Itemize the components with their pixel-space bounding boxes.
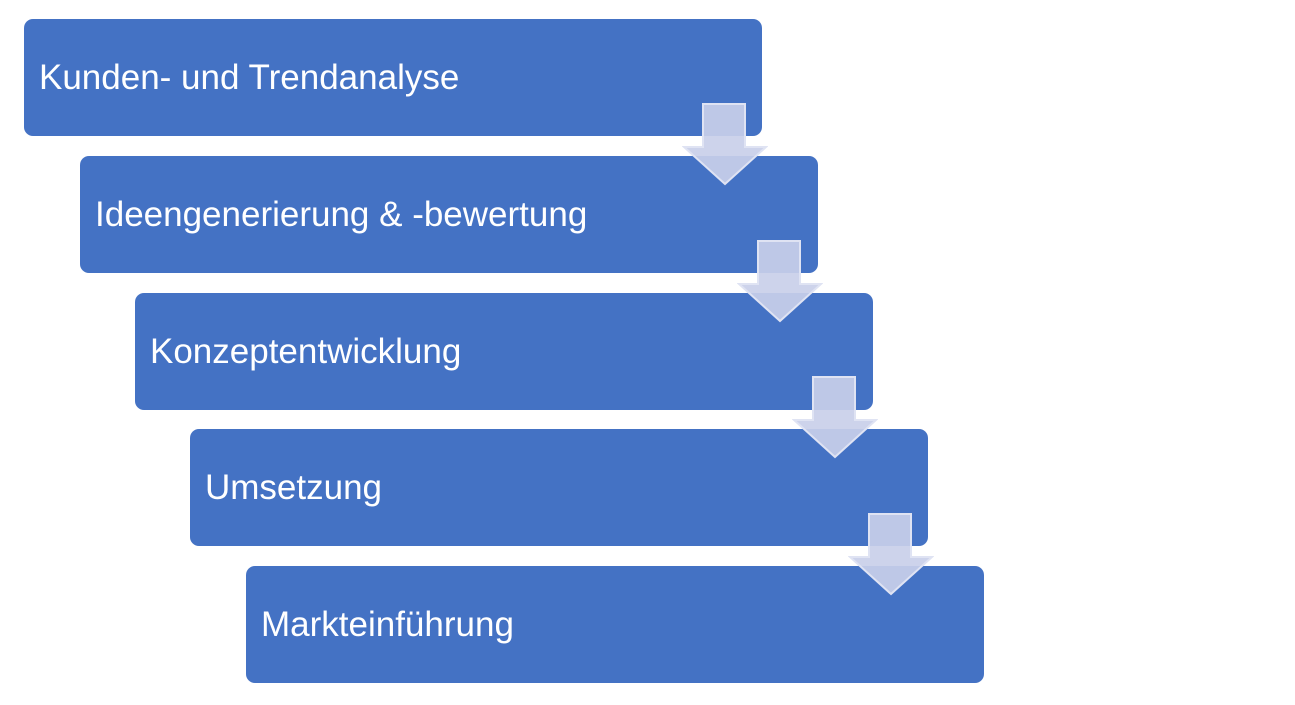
down-arrow-icon xyxy=(682,102,768,186)
down-arrow-icon xyxy=(848,512,934,596)
step-markteinfuehrung: Markteinführung xyxy=(246,566,984,683)
step-label: Konzeptentwicklung xyxy=(150,332,462,371)
step-kunden-und-trendanalyse: Kunden- und Trendanalyse xyxy=(24,19,762,136)
step-label: Ideengenerierung & -bewertung xyxy=(95,195,588,234)
down-arrow-icon xyxy=(792,375,878,459)
down-arrow-icon xyxy=(737,239,823,323)
step-label: Umsetzung xyxy=(205,468,383,507)
step-ideengenerierung-bewertung: Ideengenerierung & -bewertung xyxy=(80,156,818,273)
step-label: Markteinführung xyxy=(261,605,514,644)
step-label: Kunden- und Trendanalyse xyxy=(39,58,460,97)
step-umsetzung: Umsetzung xyxy=(190,429,928,546)
step-konzeptentwicklung: Konzeptentwicklung xyxy=(135,293,873,410)
